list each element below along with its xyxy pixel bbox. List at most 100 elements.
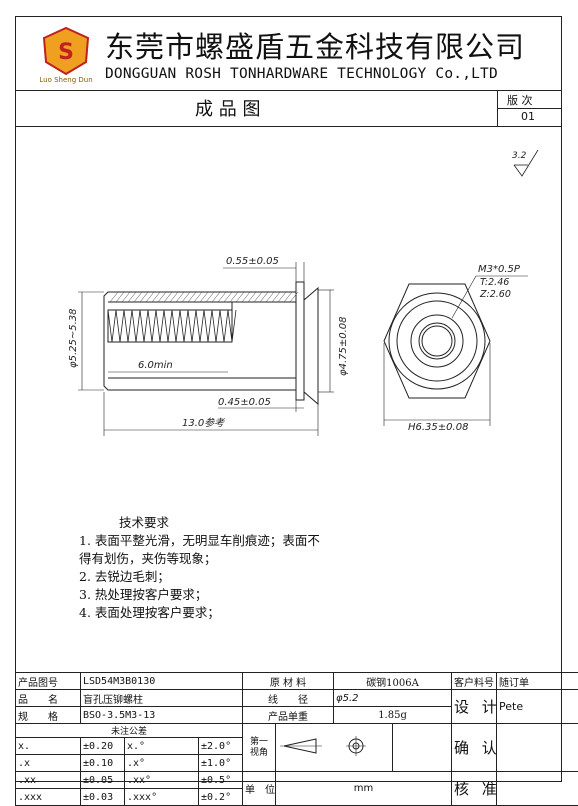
thread-z: Z:2.60 (479, 289, 511, 300)
hatch-line (133, 291, 143, 303)
hatch-line (223, 291, 233, 303)
thread-t: T:2.46 (480, 277, 509, 288)
angle-label: 第一 视角 (242, 723, 276, 772)
header-divider (15, 90, 562, 91)
tol-cell: ±0.5° (198, 771, 243, 789)
tolerance-heading: 未注公差 (15, 723, 243, 738)
hatch-line (211, 291, 221, 303)
company-name-cn: 东莞市螺盛盾五金科技有限公司 (105, 30, 526, 64)
wire: φ5.2 (333, 689, 453, 707)
thread-profile (107, 309, 237, 343)
hatch-line (205, 291, 215, 303)
hatch-line (241, 291, 251, 303)
designer: Pete (496, 689, 578, 724)
tol-cell: .xx° (124, 771, 199, 789)
tol-cell: ±0.2° (198, 788, 243, 806)
weight-label: 产品单重 (241, 706, 335, 724)
hatch-line (247, 291, 257, 303)
tol-cell: x. (15, 737, 81, 755)
side-view (103, 281, 319, 406)
hatch-line (235, 291, 245, 303)
dim-total-length: 13.0参考 (182, 417, 225, 429)
hatch-line (127, 291, 137, 303)
note-line: 4. 表面处理按客户要求； (79, 605, 220, 620)
unit-label: 单 位 (242, 771, 276, 806)
hatch-line (265, 291, 275, 303)
svg-text:S: S (58, 40, 74, 65)
hatch-line (139, 291, 149, 303)
dim-head-thickness: 0.45±0.05 (218, 397, 271, 408)
material: 碳钢1006A (333, 672, 453, 690)
dim-flange-thickness: 0.55±0.05 (226, 256, 279, 267)
company-name-en: DONGGUAN ROSH TONHARDWARE TECHNOLOGY Co.… (105, 66, 498, 82)
hatch-line (199, 291, 209, 303)
dim-head-diameter: φ4.75±0.08 (338, 316, 349, 376)
hatch-line (259, 291, 269, 303)
weight: 1.85g (333, 706, 453, 724)
version-row-divider (497, 108, 562, 109)
confirm-label: 确 认 (451, 723, 498, 772)
hatch-line (229, 291, 239, 303)
projection-symbol (274, 723, 394, 772)
hatch-line (193, 291, 203, 303)
logo-caption: Luo Sheng Dun (39, 76, 92, 84)
note-line: 3. 热处理按客户要求； (79, 587, 208, 602)
tol-cell: .x (15, 754, 81, 772)
side-dimensions (78, 262, 334, 436)
hex-width-dim: H6.35±0.08 (408, 422, 468, 433)
tol-cell: ±0.20 (80, 737, 125, 755)
hatch-line (115, 291, 125, 303)
spec-label: 规 格 (15, 706, 81, 724)
tol-cell: .xxx° (124, 788, 199, 806)
roughness-symbol (513, 149, 539, 177)
tol-cell: .xxx (15, 788, 81, 806)
tol-cell: ±2.0° (198, 737, 243, 755)
tol-cell: ±0.05 (80, 771, 125, 789)
order-label: 随订单 (496, 672, 578, 690)
hatch-line (163, 291, 173, 303)
version-value: 01 (521, 110, 535, 123)
technical-requirements: 技术要求 1. 表面平整光滑，无明显车削痕迹；表面不 得有划伤，夹伤等现象； 2… (79, 514, 320, 622)
spec: BSO-3.5M3-13 (80, 706, 243, 724)
title-block: 产品图号 LSD54M3B0130 原 材 料 碳钢1006A 客户料号 随订单… (15, 672, 578, 806)
title-divider (15, 126, 562, 127)
tol-cell: .x° (124, 754, 199, 772)
note-line: 2. 去锐边毛刺； (79, 569, 170, 584)
cust-part-label: 客户料号 (451, 672, 498, 690)
thread-spec: M3*0.5P (478, 264, 521, 275)
tol-cell: ±1.0° (198, 754, 243, 772)
hatch-line (121, 291, 131, 303)
wire-label: 线 径 (241, 689, 335, 707)
tol-cell: ±0.03 (80, 788, 125, 806)
hatch-line (145, 291, 155, 303)
hatch-line (283, 291, 293, 303)
hatch-line (109, 291, 119, 303)
material-label: 原 材 料 (241, 672, 335, 690)
tol-cell: .xx (15, 771, 81, 789)
tol-cell: ±0.10 (80, 754, 125, 772)
notes-heading: 技术要求 (119, 515, 170, 530)
company-logo: S Luo Sheng Dun (39, 26, 93, 84)
roughness-value: 3.2 (512, 151, 527, 161)
hatch-line (277, 291, 287, 303)
note-line: 1. 表面平整光滑，无明显车削痕迹；表面不 (79, 533, 320, 548)
hatch-line (157, 291, 167, 303)
hatch-line (169, 291, 179, 303)
design-label: 设 计 (451, 689, 498, 724)
hatch-line (181, 291, 191, 303)
hatch-lines (109, 291, 299, 303)
audit-label: 核 准 (451, 771, 498, 806)
hatch-line (217, 291, 227, 303)
part-no: LSD54M3B0130 (80, 672, 243, 690)
thread-teeth (107, 309, 237, 343)
hatch-line (151, 291, 161, 303)
front-view (383, 283, 491, 399)
name-label: 品 名 (15, 689, 81, 707)
hatch-line (187, 291, 197, 303)
unit: mm (274, 771, 453, 806)
hatch-line (253, 291, 263, 303)
note-line: 得有划伤，夹伤等现象； (79, 551, 217, 566)
front-dimensions (383, 275, 528, 426)
drawing-title: 成 品 图 (195, 99, 261, 120)
